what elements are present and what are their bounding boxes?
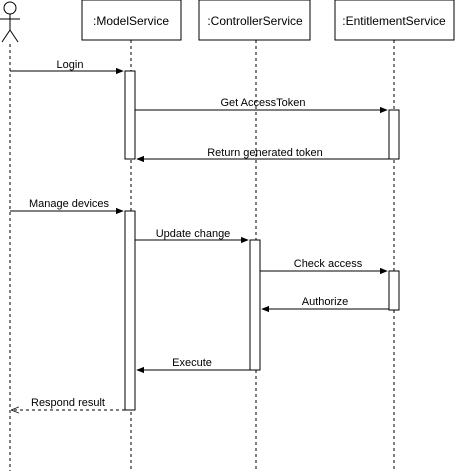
message-get-access-token-label: Get AccessToken xyxy=(221,97,306,109)
message-execute: Execute xyxy=(136,357,250,374)
entitlement-activation-1 xyxy=(388,109,400,160)
message-get-access-token: Get AccessToken xyxy=(135,97,388,114)
participant-controller-label: :ControllerService xyxy=(207,14,303,28)
message-respond-result: Respond result xyxy=(12,397,125,410)
actor-icon xyxy=(0,1,20,43)
message-authorize: Authorize xyxy=(261,296,389,313)
message-authorize-label: Authorize xyxy=(302,296,348,308)
participant-entitlement-label: :EntitlementService xyxy=(342,14,446,28)
message-login: Login xyxy=(10,59,124,75)
message-check-access: Check access xyxy=(260,258,388,275)
participant-controller: :ControllerService xyxy=(198,0,311,41)
controller-activation xyxy=(249,239,261,371)
message-manage-devices-label: Manage devices xyxy=(29,198,110,210)
entitlement-activation-2 xyxy=(388,270,400,311)
message-respond-result-label: Respond result xyxy=(31,397,105,409)
message-login-label: Login xyxy=(57,59,84,71)
participant-model-label: :ModelService xyxy=(93,14,169,28)
message-update-change-label: Update change xyxy=(156,228,231,240)
message-manage-devices: Manage devices xyxy=(10,198,124,215)
message-return-token-label: Return generated token xyxy=(207,147,323,159)
participant-entitlement: :EntitlementService xyxy=(334,0,455,41)
participant-model: :ModelService xyxy=(81,0,182,41)
message-check-access-label: Check access xyxy=(294,258,363,270)
message-update-change: Update change xyxy=(135,228,249,244)
model-activation-2 xyxy=(124,210,136,411)
message-execute-label: Execute xyxy=(172,357,212,369)
message-return-token: Return generated token xyxy=(136,147,389,163)
model-activation-1 xyxy=(124,70,136,160)
